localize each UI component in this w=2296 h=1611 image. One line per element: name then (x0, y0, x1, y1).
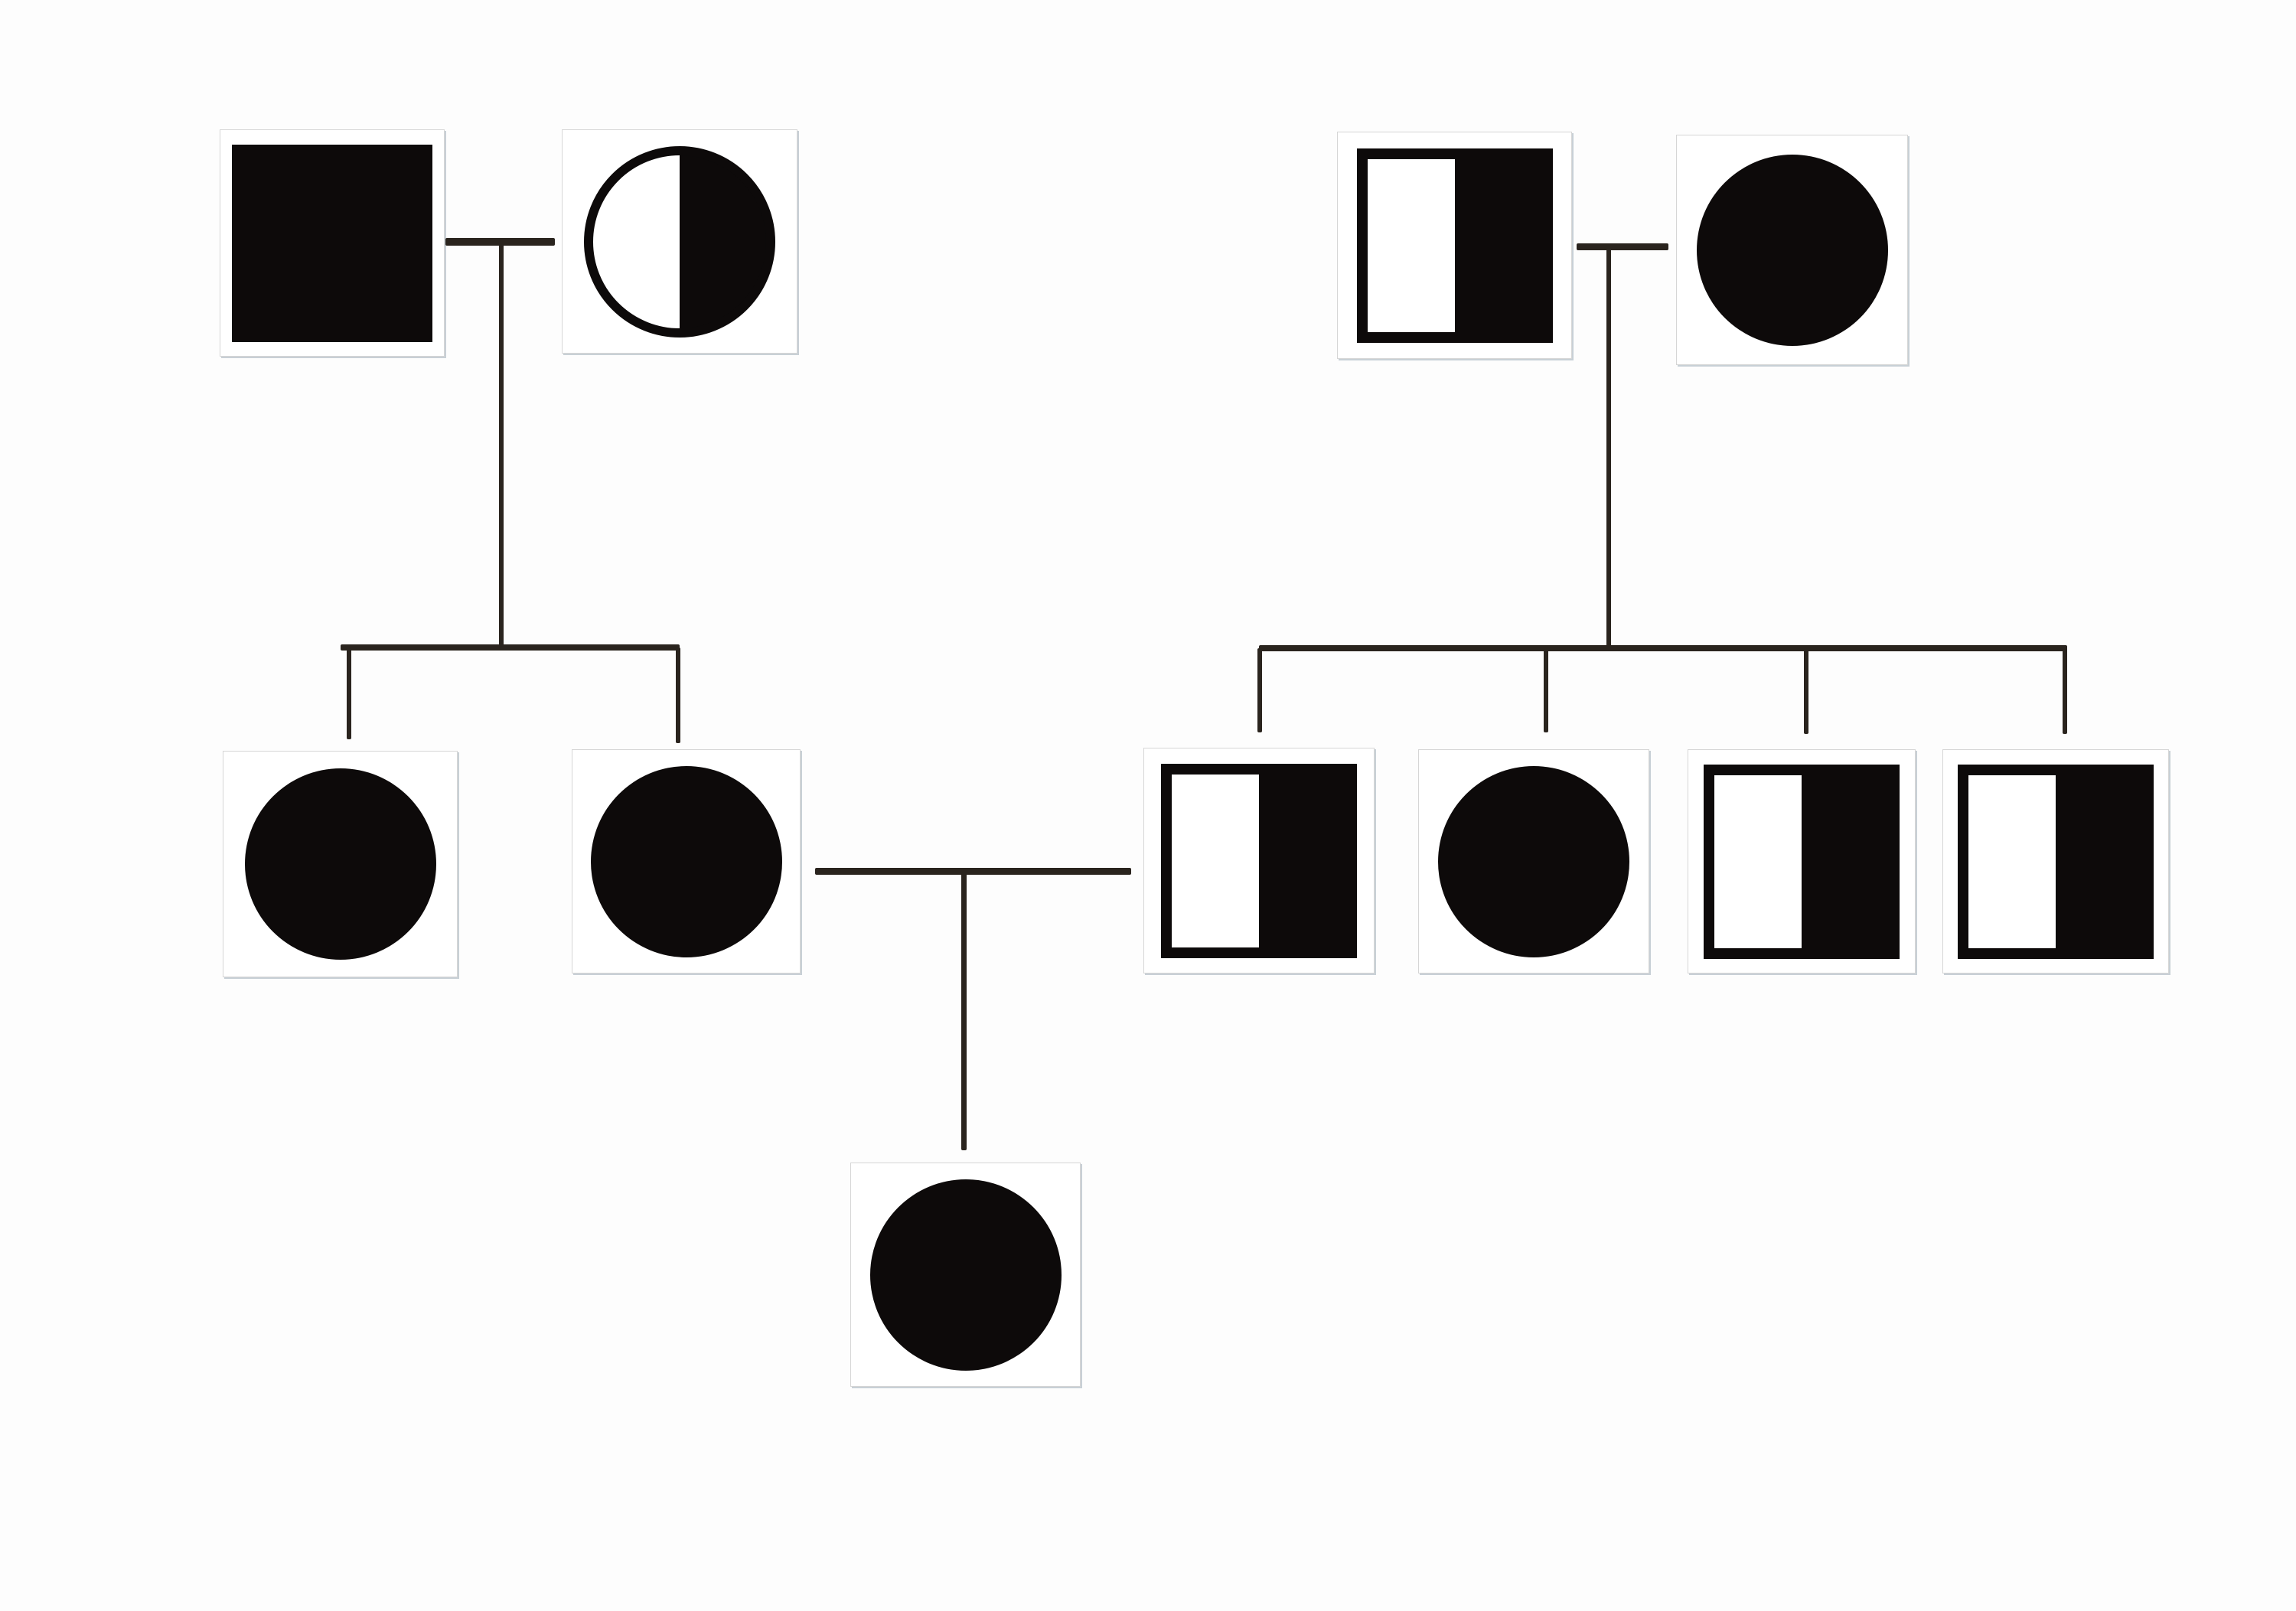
descent-line-II-2-II-3 (961, 871, 967, 1150)
descent-line-I-3-I-4 (1606, 246, 1611, 648)
female-affected-circle-icon (1438, 765, 1629, 957)
individual-I-3 (1337, 132, 1572, 359)
individual-II-5 (1688, 749, 1916, 973)
male-carrier-square-icon (1356, 148, 1553, 343)
female-affected-circle-icon (590, 765, 782, 957)
male-carrier-square-icon (1161, 763, 1357, 958)
individual-III-1 (850, 1163, 1081, 1387)
child-line-II-6 (2063, 648, 2067, 734)
individual-I-4 (1676, 135, 1908, 365)
sibship-line-II-left (341, 644, 680, 651)
child-line-II-1 (347, 647, 351, 739)
female-affected-circle-icon (244, 768, 436, 960)
individual-II-1 (223, 751, 458, 977)
female-affected-circle-icon (1696, 154, 1888, 346)
mating-line-II-2-II-3 (815, 868, 1131, 875)
female-carrier-circle-icon (584, 145, 775, 338)
female-affected-circle-icon (869, 1179, 1062, 1371)
individual-I-2 (562, 129, 797, 354)
sibship-line-II-right (1259, 645, 2067, 651)
male-carrier-square-icon (1704, 764, 1900, 959)
descent-line-I-1-I-2 (499, 242, 504, 649)
child-line-II-3 (1257, 648, 1262, 732)
male-carrier-square-icon (1958, 764, 2154, 959)
child-line-II-4 (1544, 648, 1548, 732)
individual-II-3 (1143, 748, 1375, 973)
individual-II-6 (1942, 749, 2169, 973)
male-affected-square-icon (232, 144, 432, 342)
individual-I-1 (220, 129, 445, 357)
child-line-II-5 (1804, 648, 1808, 734)
individual-II-2 (572, 749, 801, 973)
child-line-II-2 (676, 647, 680, 743)
mating-line-I-3-I-4 (1577, 243, 1668, 250)
individual-II-4 (1418, 749, 1649, 973)
